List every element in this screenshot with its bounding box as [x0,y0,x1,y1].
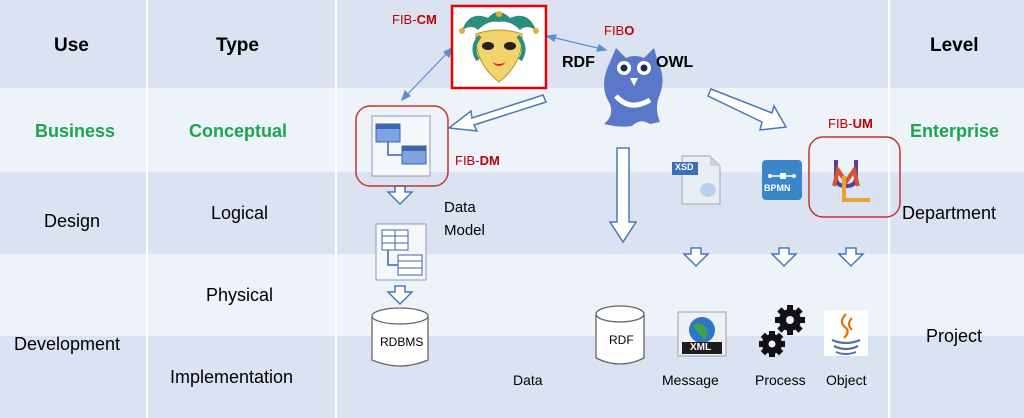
arrow-down-small [386,285,414,306]
data-model-label-1: Data [444,199,476,216]
level-enterprise: Enterprise [910,121,1000,141]
level-department: Department [902,203,997,223]
rdf-db-label: RDF [609,333,634,347]
fib-o-label: FIBO [604,23,635,38]
gears-icon [759,305,805,357]
use-development: Development [14,334,121,354]
uml-icon [832,160,870,202]
arrow-down-small [386,185,414,206]
message-label: Message [662,372,719,388]
process-label: Process [755,372,806,388]
table-icon [375,223,427,281]
flow-arrows [386,88,865,306]
fib-um-box [808,136,901,218]
data-model-label-2: Model [444,222,485,239]
diagram-icon [371,115,431,177]
level-project: Project [926,326,983,346]
xsd-file-icon [672,155,721,205]
header-type: Type [216,35,259,56]
arrow-down-small [770,247,798,268]
column-divider [888,0,890,418]
bpmn-text: BPMN [764,183,791,193]
rdf-label: RDF [562,54,595,71]
arrow-to-fib-um [707,88,788,131]
bpmn-icon [762,160,802,200]
mask-icon [459,11,539,83]
band-business [0,88,1024,172]
arrow-down-main [608,147,638,244]
use-design: Design [44,211,101,231]
java-icon [824,310,868,356]
column-divider [146,0,148,418]
fib-dm-box [355,105,449,187]
object-label: Object [826,372,867,388]
type-conceptual: Conceptual [189,121,288,141]
header-use: Use [54,35,89,56]
xml-text: XML [690,342,712,353]
data-label: Data [513,372,543,388]
type-implementation: Implementation [170,367,294,387]
rdbms-label: RDBMS [380,335,424,349]
use-business: Business [35,121,116,141]
arrow-down-small [682,247,710,268]
type-physical: Physical [206,285,274,305]
owl-icon [604,48,663,127]
type-logical: Logical [211,203,269,223]
arrow-to-fib-dm [447,94,548,132]
fib-cm-label: FIB-CM [392,12,437,27]
fib-um-label: FIB-UM [828,116,873,131]
fib-dm-label: FIB-DM [455,153,500,168]
xsd-text: XSD [675,162,694,172]
owl-label: OWL [656,54,694,71]
database-icon [595,305,645,365]
header-level: Level [930,35,979,56]
database-icon [371,307,429,367]
connector-arrows [400,34,608,102]
column-divider [335,0,337,418]
globe-xml-icon [677,311,727,357]
arrow-down-small [837,247,865,268]
